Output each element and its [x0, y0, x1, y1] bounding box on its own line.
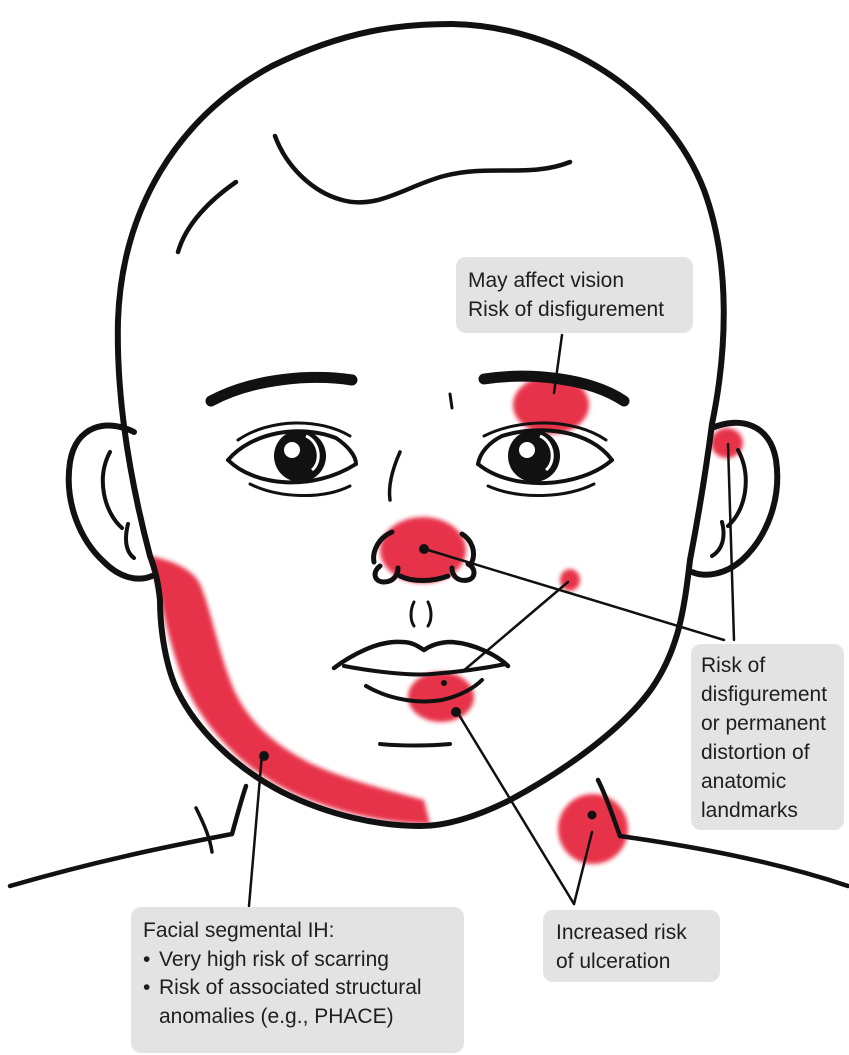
lip-upper-anchor-dot: [441, 680, 447, 686]
leader-nose: [428, 550, 724, 640]
philtrum-right: [428, 602, 431, 626]
bullet-dot-icon: •: [143, 974, 159, 1003]
callout-disfigurement: Risk of disfigurement or permanent disto…: [691, 644, 844, 830]
segmental-lesion-jaw: [150, 556, 430, 824]
leader-lip: [456, 710, 574, 904]
callout-segmental-heading: Facial segmental IH:: [143, 917, 464, 946]
neck-left: [232, 786, 246, 834]
callout-segmental-bullet-2-line-2: anomalies (e.g., PHACE): [159, 1003, 422, 1032]
callout-vision: May affect vision Risk of disfigurement: [456, 257, 693, 333]
callout-disfigurement-line-2: disfigurement: [701, 680, 844, 709]
philtrum-left: [411, 602, 414, 626]
right-pupil-highlight: [519, 442, 535, 458]
hair-curl: [275, 136, 570, 202]
left-eyebrow: [211, 378, 352, 401]
nose-anchor-dot: [419, 544, 429, 554]
callout-disfigurement-line-4: distortion of: [701, 738, 844, 767]
callout-segmental-bullet-1-line-1: Very high risk of scarring: [159, 946, 389, 975]
chin-line: [380, 744, 450, 746]
nose-bridge: [389, 452, 400, 500]
left-pupil-highlight: [284, 442, 300, 458]
callout-disfigurement-line-3: or permanent: [701, 709, 844, 738]
callout-segmental-bullet-2: • Risk of associated structural anomalie…: [143, 974, 464, 1031]
right-shoulder: [620, 836, 848, 886]
leader-ear: [728, 444, 734, 640]
right-eye-under: [488, 484, 594, 496]
callout-disfigurement-line-1: Risk of: [701, 651, 844, 680]
callout-vision-line-2: Risk of disfigurement: [468, 295, 693, 324]
leader-cheek: [462, 582, 568, 672]
mouth-line: [344, 664, 506, 675]
bullet-dot-icon: •: [143, 946, 159, 975]
lip-anchor-dot: [451, 707, 461, 717]
left-shoulder: [10, 834, 232, 886]
callout-ulceration-line-2: of ulceration: [556, 947, 720, 976]
callout-disfigurement-line-5: anatomic: [701, 767, 844, 796]
callout-ulceration: Increased risk of ulceration: [543, 910, 720, 982]
callout-disfigurement-line-6: landmarks: [701, 796, 844, 825]
hair-strand: [178, 182, 236, 252]
callout-segmental-bullet-1: • Very high risk of scarring: [143, 946, 464, 975]
jaw-anchor-dot: [259, 751, 269, 761]
neck-anchor-dot: [588, 811, 597, 820]
callout-vision-line-1: May affect vision: [468, 266, 693, 295]
left-collar: [196, 808, 212, 852]
lip-lesion: [408, 672, 474, 722]
callout-segmental-bullet-2-line-1: Risk of associated structural: [159, 974, 422, 1003]
left-eye-under: [250, 484, 350, 496]
leader-lines: [249, 335, 734, 906]
callout-segmental: Facial segmental IH: • Very high risk of…: [131, 907, 464, 1053]
callout-ulceration-line-1: Increased risk: [556, 918, 720, 947]
pupils: [274, 430, 560, 482]
forehead-mark: [450, 394, 452, 408]
